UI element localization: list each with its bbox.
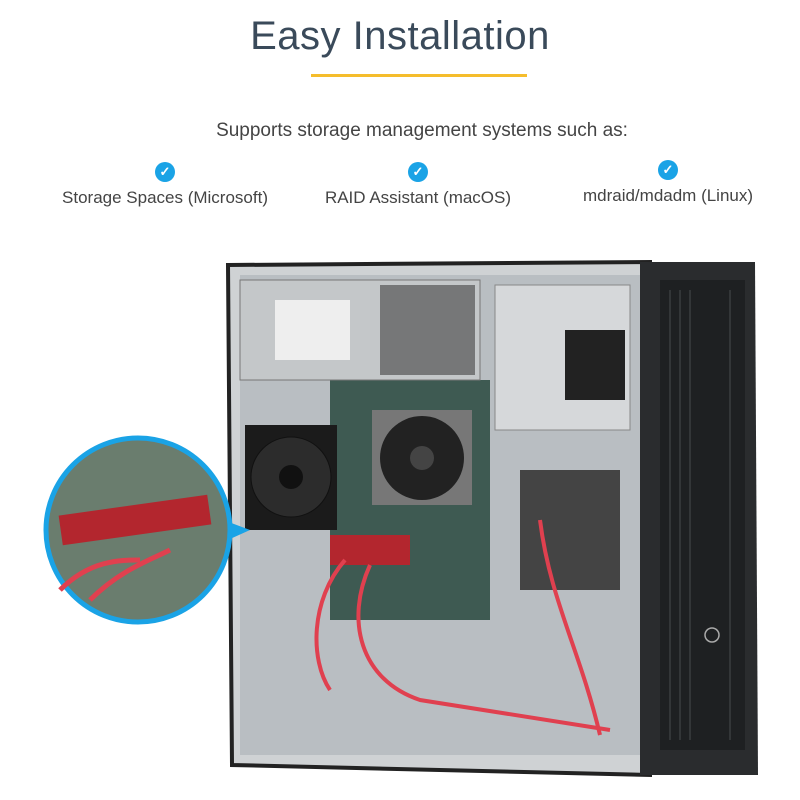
subtitle: Supports storage management systems such… [216,120,628,141]
title-underline [311,74,527,77]
feature-mdraid: ✓ mdraid/mdadm (Linux) [570,160,766,206]
feature-label: RAID Assistant (macOS) [324,188,512,207]
check-circle-icon: ✓ [658,160,678,180]
feature-storage-spaces: ✓ Storage Spaces (Microsoft) [60,162,270,208]
feature-label: mdraid/mdadm (Linux) [582,186,754,205]
feature-raid-assistant: ✓ RAID Assistant (macOS) [320,162,516,208]
cpu-cooler [372,410,472,505]
page-title: Easy Installation [250,14,550,58]
check-circle-icon: ✓ [155,162,175,182]
check-circle-icon: ✓ [408,162,428,182]
pc-installation-illustration [43,259,758,778]
feature-label: Storage Spaces (Microsoft) [62,188,268,207]
drive-bays [494,284,631,590]
case-fan [245,425,337,530]
zoom-callout [43,435,250,625]
front-panel [640,262,758,775]
sata-cables [314,519,611,736]
power-supply [239,279,481,381]
